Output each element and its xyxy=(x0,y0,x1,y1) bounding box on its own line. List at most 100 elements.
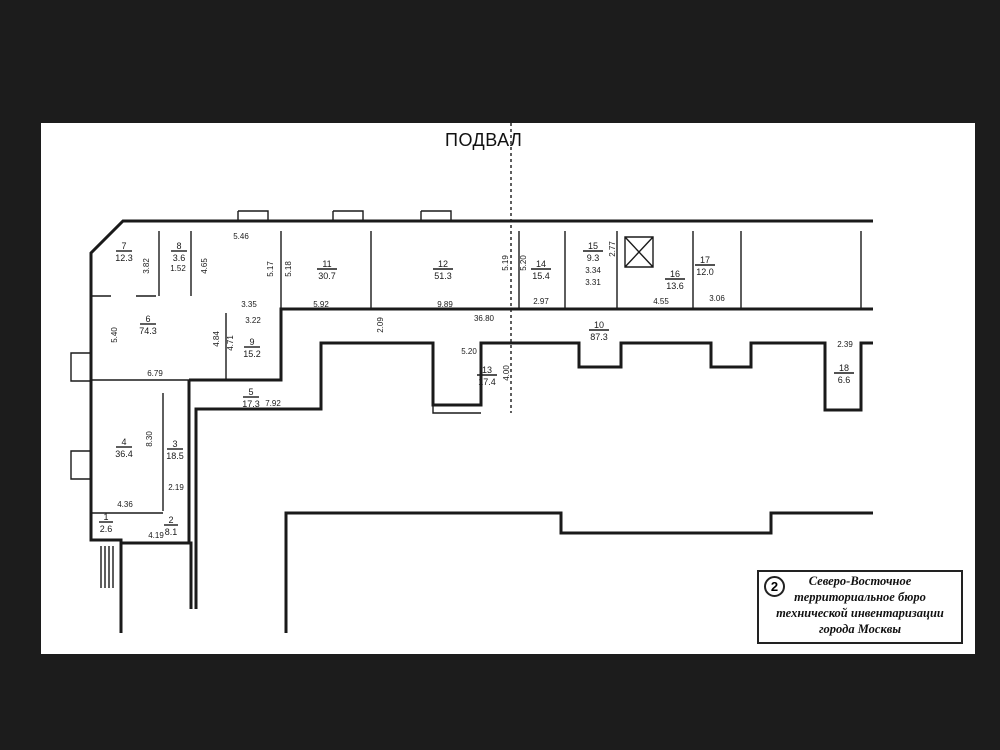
room-labels: 12.6 28.1 318.5 436.4 517.3 674.3 712.3 … xyxy=(99,241,854,537)
dimension-label: 3.35 xyxy=(241,300,257,309)
stair-box xyxy=(624,236,654,268)
partitions xyxy=(70,123,862,588)
dimension-label: 4.00 xyxy=(502,365,511,381)
room-9: 915.2 xyxy=(243,337,261,359)
room-area: 6.6 xyxy=(838,375,851,385)
room-area: 2.6 xyxy=(100,524,113,534)
room-area: 51.3 xyxy=(434,271,452,281)
outer-wall xyxy=(89,219,873,609)
room-area: 17.4 xyxy=(478,377,496,387)
dimension-label: 4.71 xyxy=(226,335,235,351)
dimension-label: 8.30 xyxy=(145,431,154,447)
dimension-label: 3.34 xyxy=(585,266,601,275)
dimension-label: 4.36 xyxy=(117,500,133,509)
room-15: 159.3 xyxy=(583,241,603,263)
bti-stamp: 2 Северо-Восточное территориальное бюро … xyxy=(757,570,963,644)
room-4: 436.4 xyxy=(115,437,133,459)
room-area: 8.1 xyxy=(165,527,178,537)
stairs xyxy=(100,546,114,588)
room-number: 2 xyxy=(168,515,173,525)
stamp-line: территориальное бюро xyxy=(794,590,926,604)
dimension-label: 3.82 xyxy=(142,258,151,274)
dimension-label: 5.46 xyxy=(233,232,249,241)
room-number: 12 xyxy=(438,259,448,269)
dimension-labels: 5.46 3.82 1.52 4.65 5.17 5.18 5.40 3.35 … xyxy=(110,232,853,540)
dimension-label: 3.06 xyxy=(709,294,725,303)
room-6: 674.3 xyxy=(139,314,157,336)
dimension-label: 4.84 xyxy=(212,331,221,347)
room-18: 186.6 xyxy=(834,363,854,385)
dimension-label: 1.52 xyxy=(170,264,186,273)
stamp-number: 2 xyxy=(764,576,785,597)
dimension-label: 4.65 xyxy=(200,258,209,274)
room-area: 3.6 xyxy=(173,253,186,263)
room-area: 36.4 xyxy=(115,449,133,459)
room-13: 13 17.4 xyxy=(477,365,497,387)
dimension-label: 6.79 xyxy=(147,369,163,378)
plan-title: ПОДВАЛ xyxy=(445,130,523,150)
walls xyxy=(89,219,873,633)
dimension-label: 5.92 xyxy=(313,300,329,309)
room-8: 83.6 xyxy=(171,241,187,263)
partition xyxy=(225,313,281,381)
stamp-line: Северо-Восточное xyxy=(808,574,912,588)
room-number: 13 xyxy=(482,365,492,375)
room-area: 17.3 xyxy=(242,399,260,409)
dimension-label: 5.19 xyxy=(501,255,510,271)
dimension-label: 2.97 xyxy=(533,297,549,306)
dimension-label: 4.55 xyxy=(653,297,669,306)
room-11: 11 30.7 xyxy=(317,259,337,281)
room-number: 18 xyxy=(839,363,849,373)
room-number: 9 xyxy=(249,337,254,347)
room-number: 1 xyxy=(103,512,108,522)
room-12: 12 51.3 xyxy=(433,259,453,281)
room-area: 30.7 xyxy=(318,271,336,281)
room-area: 15.4 xyxy=(532,271,550,281)
room-10: 10 87.3 xyxy=(589,320,609,342)
room-3: 318.5 xyxy=(166,439,184,461)
room-area: 74.3 xyxy=(139,326,157,336)
room-2: 28.1 xyxy=(164,515,178,537)
dimension-label: 7.92 xyxy=(265,399,281,408)
room-area: 13.6 xyxy=(666,281,684,291)
dimension-label: 3.31 xyxy=(585,278,601,287)
dimension-label: 2.77 xyxy=(608,241,617,257)
room-area: 9.3 xyxy=(587,253,600,263)
room-area: 18.5 xyxy=(166,451,184,461)
dimension-label: 5.20 xyxy=(519,255,528,271)
partition xyxy=(432,343,481,414)
dimension-label: 2.09 xyxy=(376,317,385,333)
room-7: 712.3 xyxy=(115,241,133,263)
room-number: 7 xyxy=(121,241,126,251)
room-number: 10 xyxy=(594,320,604,330)
room-number: 4 xyxy=(121,437,126,447)
room-number: 11 xyxy=(322,259,331,269)
stamp-line: города Москвы xyxy=(818,622,902,636)
room-number: 16 xyxy=(670,269,680,279)
dimension-label: 4.19 xyxy=(148,531,164,540)
floor-plan-sheet: ПОДВАЛ xyxy=(41,123,975,654)
room-area: 12.0 xyxy=(696,267,714,277)
room-number: 15 xyxy=(588,241,598,251)
dimension-label: 5.17 xyxy=(266,261,275,277)
dimension-label: 36.80 xyxy=(474,314,495,323)
dimension-label: 5.18 xyxy=(284,261,293,277)
room-16: 16 13.6 xyxy=(665,269,685,291)
dimension-label: 5.40 xyxy=(110,327,119,343)
room-number: 5 xyxy=(248,387,253,397)
room-number: 17 xyxy=(700,255,710,265)
room-area: 15.2 xyxy=(243,349,261,359)
room-area: 87.3 xyxy=(590,332,608,342)
dimension-label: 5.20 xyxy=(461,347,477,356)
dimension-label: 3.22 xyxy=(245,316,261,325)
stamp-line: технической инвентаризации xyxy=(776,606,944,620)
room-5: 517.3 xyxy=(242,387,260,409)
room-number: 8 xyxy=(176,241,181,251)
room-number: 6 xyxy=(145,314,150,324)
floor-plan-drawing: 12.6 28.1 318.5 436.4 517.3 674.3 712.3 … xyxy=(70,123,873,633)
room-area: 12.3 xyxy=(115,253,133,263)
lower-block-wall xyxy=(284,511,873,633)
dimension-label: 2.19 xyxy=(168,483,184,492)
window-bumps xyxy=(70,210,452,480)
